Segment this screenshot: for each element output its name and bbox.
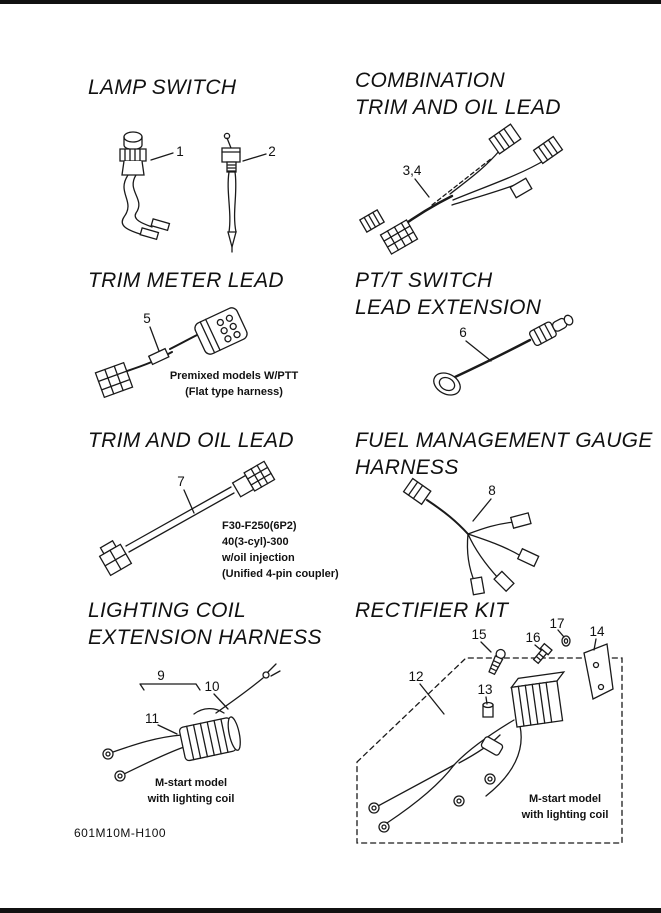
washer-17 bbox=[562, 636, 570, 646]
lamp-switch-drawing bbox=[120, 132, 173, 239]
part-number-11: 11 bbox=[145, 711, 159, 726]
part-number-6: 6 bbox=[459, 325, 467, 340]
part-number-labels: 1 2 3,4 5 6 7 8 9 10 11 12 13 14 15 16 1… bbox=[143, 144, 605, 726]
part-number-3-4: 3,4 bbox=[403, 163, 422, 178]
leader-12 bbox=[420, 684, 444, 714]
part-number-13: 13 bbox=[477, 682, 492, 697]
note-lighting-coil: M-start model with lighting coil bbox=[125, 775, 257, 807]
part-number-5: 5 bbox=[143, 311, 151, 326]
leader-5 bbox=[150, 327, 159, 351]
rectifier-kit-drawing bbox=[357, 630, 622, 843]
part-number-2: 2 bbox=[268, 144, 276, 159]
heading-rectifier-kit: RECTIFIER KIT bbox=[355, 599, 509, 622]
part-number-14: 14 bbox=[589, 624, 605, 639]
bracket-9 bbox=[140, 684, 200, 690]
heading-ptt-line1: PT/T SWITCH bbox=[355, 269, 493, 292]
part-number-9: 9 bbox=[157, 668, 165, 683]
heading-fuel-line1: FUEL MANAGEMENT GAUGE bbox=[355, 429, 653, 452]
heading-combination-line1: COMBINATION bbox=[355, 69, 505, 92]
leader-1 bbox=[151, 153, 173, 160]
leader-8 bbox=[473, 499, 491, 521]
leader-7 bbox=[184, 490, 194, 513]
drawing-code: 601M10M-H100 bbox=[74, 826, 167, 840]
part-number-15: 15 bbox=[471, 627, 486, 642]
page-edge-bottom bbox=[0, 908, 661, 913]
leader-6 bbox=[466, 341, 491, 361]
leader-11 bbox=[158, 725, 177, 734]
heading-lighting-line1: LIGHTING COIL bbox=[88, 599, 246, 622]
bolt-16 bbox=[532, 644, 552, 665]
heading-lighting-line2: EXTENSION HARNESS bbox=[88, 626, 322, 649]
cap-13 bbox=[483, 703, 493, 718]
lighting-coil-drawing bbox=[103, 664, 280, 781]
part-number-7: 7 bbox=[177, 474, 185, 489]
part-number-17: 17 bbox=[549, 616, 564, 631]
note-trim-oil-line1: F30-F250(6P2) bbox=[222, 520, 297, 532]
leader-15 bbox=[481, 642, 491, 652]
leader-2 bbox=[243, 154, 266, 161]
note-trim-meter-line1: Premixed models W/PTT bbox=[169, 370, 299, 382]
note-rectifier-line1: M-start model bbox=[528, 793, 602, 805]
note-lighting-line2: with lighting coil bbox=[147, 793, 235, 805]
leader-3-4 bbox=[415, 179, 429, 197]
fuel-harness-drawing bbox=[404, 479, 539, 595]
part-number-10: 10 bbox=[204, 679, 219, 694]
bracket-14 bbox=[584, 644, 613, 699]
note-trim-oil-line2: 40(3-cyl)-300 bbox=[222, 536, 289, 548]
dashed-leader-combination bbox=[432, 158, 492, 205]
heading-combination: COMBINATION TRIM AND OIL LEAD bbox=[355, 67, 561, 121]
heading-ptt-switch: PT/T SWITCH LEAD EXTENSION bbox=[355, 267, 541, 321]
leader-14 bbox=[594, 639, 596, 650]
note-rectifier-line2: with lighting coil bbox=[521, 809, 609, 821]
leader-13 bbox=[486, 697, 487, 704]
heading-lamp-switch: LAMP SWITCH bbox=[88, 76, 237, 99]
page-edge-top bbox=[0, 0, 661, 4]
part-number-16: 16 bbox=[525, 630, 540, 645]
trim-meter-lead-drawing bbox=[95, 306, 249, 397]
ptt-extension-drawing bbox=[430, 311, 576, 399]
note-trim-meter: Premixed models W/PTT (Flat type harness… bbox=[158, 368, 310, 400]
note-trim-oil-line4: (Unified 4-pin coupler) bbox=[222, 568, 339, 580]
heading-lighting-coil: LIGHTING COIL EXTENSION HARNESS bbox=[88, 597, 322, 651]
toggle-switch-drawing bbox=[222, 133, 266, 252]
heading-trim-oil-lead: TRIM AND OIL LEAD bbox=[88, 429, 294, 452]
dashed-kit-outline bbox=[357, 658, 622, 843]
part-number-1: 1 bbox=[176, 144, 184, 159]
heading-trim-meter-lead: TRIM METER LEAD bbox=[88, 269, 284, 292]
note-trim-meter-line2: (Flat type harness) bbox=[185, 386, 283, 398]
note-trim-oil-line3: w/oil injection bbox=[222, 552, 295, 564]
leader-10 bbox=[214, 694, 228, 709]
leader-17 bbox=[558, 630, 564, 637]
part-number-8: 8 bbox=[488, 483, 496, 498]
trim-oil-lead-drawing bbox=[96, 461, 274, 575]
screw-15 bbox=[488, 648, 507, 675]
heading-combination-line2: TRIM AND OIL LEAD bbox=[355, 96, 561, 119]
heading-ptt-line2: LEAD EXTENSION bbox=[355, 296, 542, 319]
heading-fuel-management: FUEL MANAGEMENT GAUGE HARNESS bbox=[355, 427, 653, 481]
note-lighting-line1: M-start model bbox=[154, 777, 228, 789]
note-rectifier: M-start model with lighting coil bbox=[500, 791, 630, 823]
leader-16 bbox=[535, 645, 541, 650]
note-trim-oil: F30-F250(6P2) 40(3-cyl)-300 w/oil inject… bbox=[222, 518, 339, 582]
part-number-12: 12 bbox=[408, 669, 423, 684]
combination-lead-drawing bbox=[360, 124, 563, 254]
heading-fuel-line2: HARNESS bbox=[355, 456, 459, 479]
